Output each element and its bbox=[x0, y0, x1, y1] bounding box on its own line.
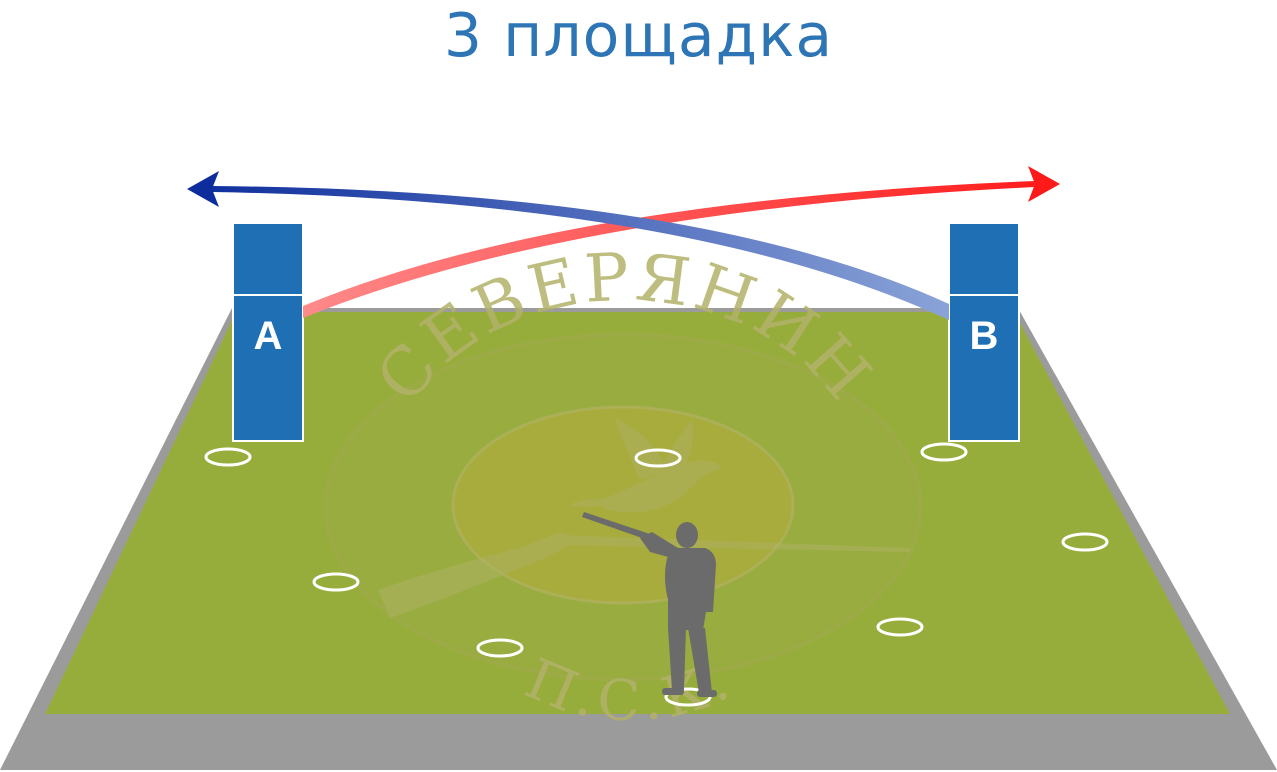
page-title: 3 площадка bbox=[443, 1, 834, 71]
house-b-label: B bbox=[970, 314, 999, 358]
station-3 bbox=[476, 638, 524, 658]
trajectory-blue-curve bbox=[212, 186, 949, 320]
house-b-body bbox=[948, 294, 1020, 442]
station-8 bbox=[634, 448, 682, 468]
station-6 bbox=[1061, 532, 1109, 552]
trajectory-red-arrowhead bbox=[1028, 166, 1060, 202]
station-5 bbox=[876, 617, 924, 637]
logo-outer-ring bbox=[323, 332, 923, 682]
station-7 bbox=[920, 442, 968, 462]
house-a-label: A bbox=[254, 314, 283, 358]
house-b bbox=[948, 222, 1020, 442]
shooter-silhouette-icon bbox=[582, 512, 717, 697]
logo-center-ring bbox=[451, 405, 795, 605]
trajectory-blue bbox=[187, 171, 949, 320]
house-a bbox=[232, 222, 304, 442]
house-a-top bbox=[232, 222, 304, 296]
house-b-top bbox=[948, 222, 1020, 296]
station-2 bbox=[312, 572, 360, 592]
house-a-body bbox=[232, 294, 304, 442]
trajectory-blue-arrowhead bbox=[187, 171, 219, 207]
trajectory-red bbox=[303, 166, 1060, 318]
station-1 bbox=[204, 447, 252, 467]
